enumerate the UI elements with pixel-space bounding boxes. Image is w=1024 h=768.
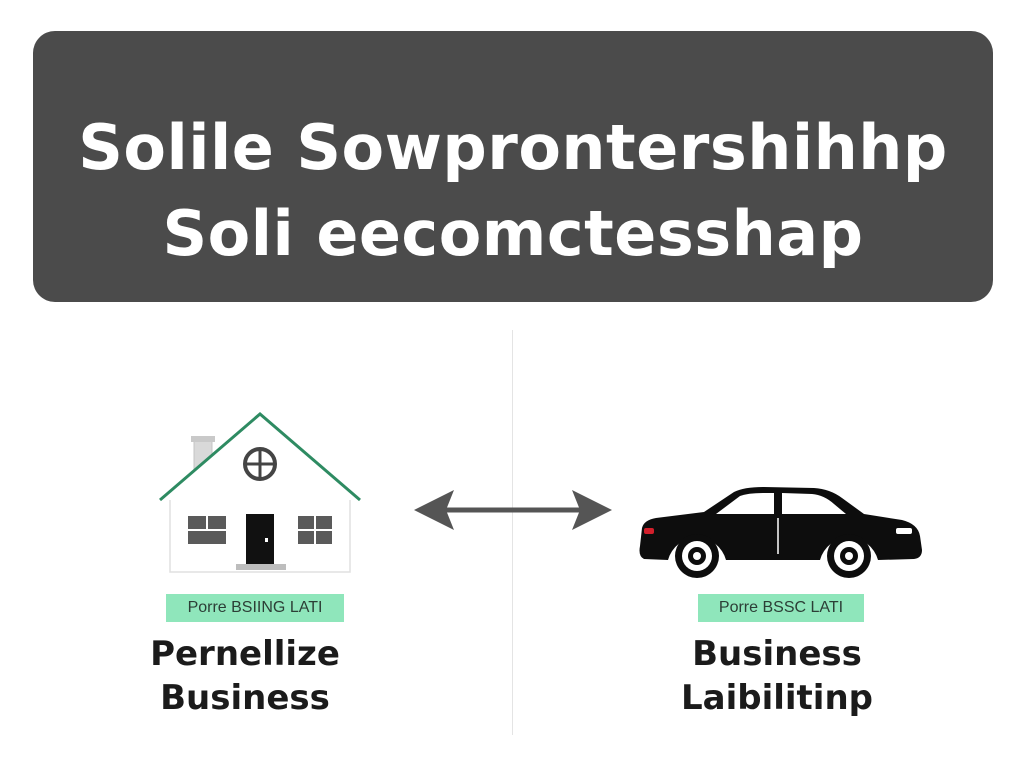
left-caption: Pernellize Business xyxy=(95,632,395,720)
double-arrow-icon xyxy=(414,490,612,530)
left-caption-line-1: Pernellize xyxy=(150,634,340,674)
banner-title-line-1: Solile Sowprontershihhp xyxy=(78,111,948,184)
right-tag-label: Porre BSSC LATI xyxy=(698,594,864,622)
house-icon xyxy=(159,412,361,573)
center-divider xyxy=(512,330,513,735)
car-icon xyxy=(639,487,922,578)
left-caption-line-2: Business xyxy=(160,678,330,718)
right-caption-line-1: Business xyxy=(692,634,862,674)
left-tag-label: Porre BSIING LATI xyxy=(166,594,344,622)
right-caption: Business Laibilitinp xyxy=(627,632,927,720)
banner-title-line-2: Soli eecomctesshap xyxy=(162,197,864,270)
right-caption-line-2: Laibilitinp xyxy=(680,678,873,718)
title-banner: Solile Sowprontershihhp Soli eecomctessh… xyxy=(33,31,993,302)
